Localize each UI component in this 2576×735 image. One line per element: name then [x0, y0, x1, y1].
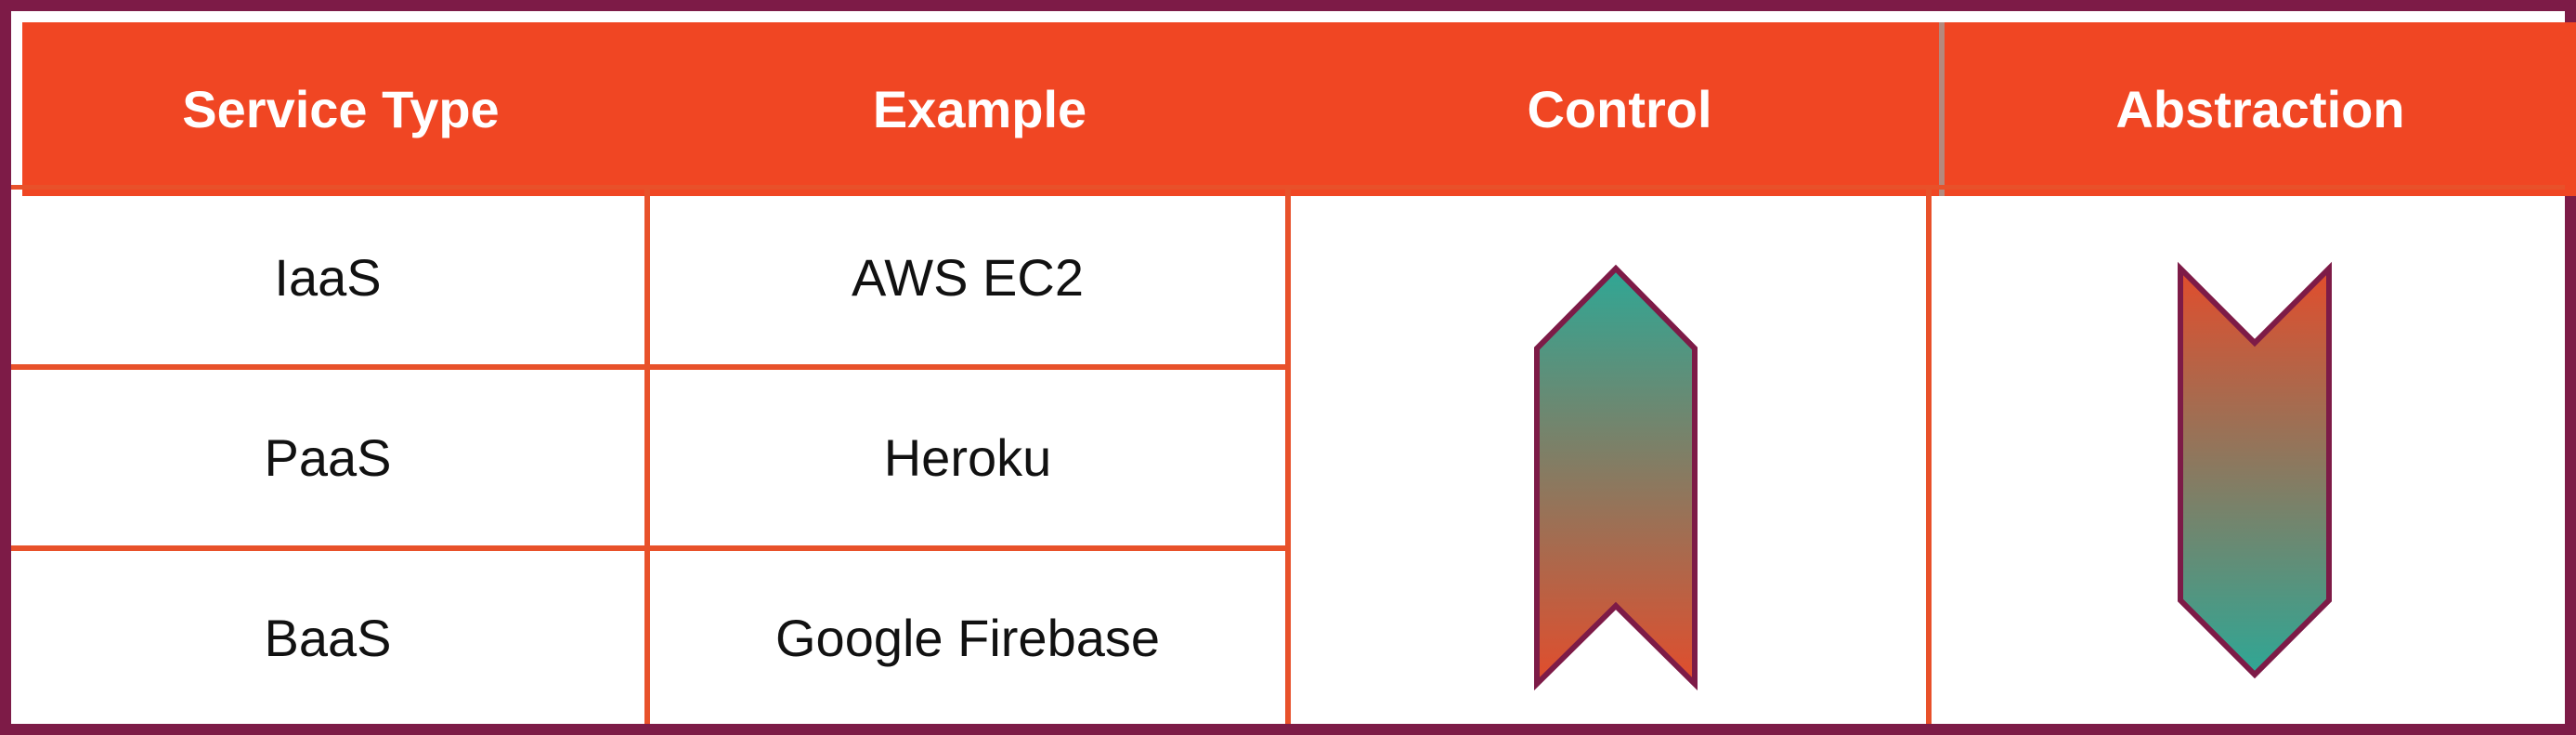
up-arrow-icon	[1534, 264, 1698, 691]
column-divider	[644, 185, 650, 724]
header-control: Control	[1527, 80, 1712, 138]
header-abstraction: Abstraction	[2115, 80, 2405, 138]
column-divider	[1926, 185, 1932, 724]
header-bottom-line	[11, 185, 2565, 190]
cell-example-heroku: Heroku	[883, 428, 1052, 487]
row-divider	[11, 364, 1289, 370]
cell-service-type-iaas: IaaS	[274, 247, 382, 307]
column-divider	[1285, 185, 1291, 724]
down-arrow-icon	[2178, 261, 2332, 679]
cell-service-type-paas: PaaS	[264, 428, 392, 487]
header-example: Example	[872, 80, 1087, 138]
header-service-type: Service Type	[182, 80, 500, 138]
row-divider	[11, 545, 1289, 551]
cell-service-type-baas: BaaS	[264, 608, 392, 667]
header-divider	[1939, 22, 1945, 196]
cell-example-google-firebase: Google Firebase	[774, 608, 1160, 667]
cell-example-aws-ec2: AWS EC2	[852, 247, 1084, 307]
table-header: Service Type Example Control Abstraction	[22, 22, 2576, 196]
